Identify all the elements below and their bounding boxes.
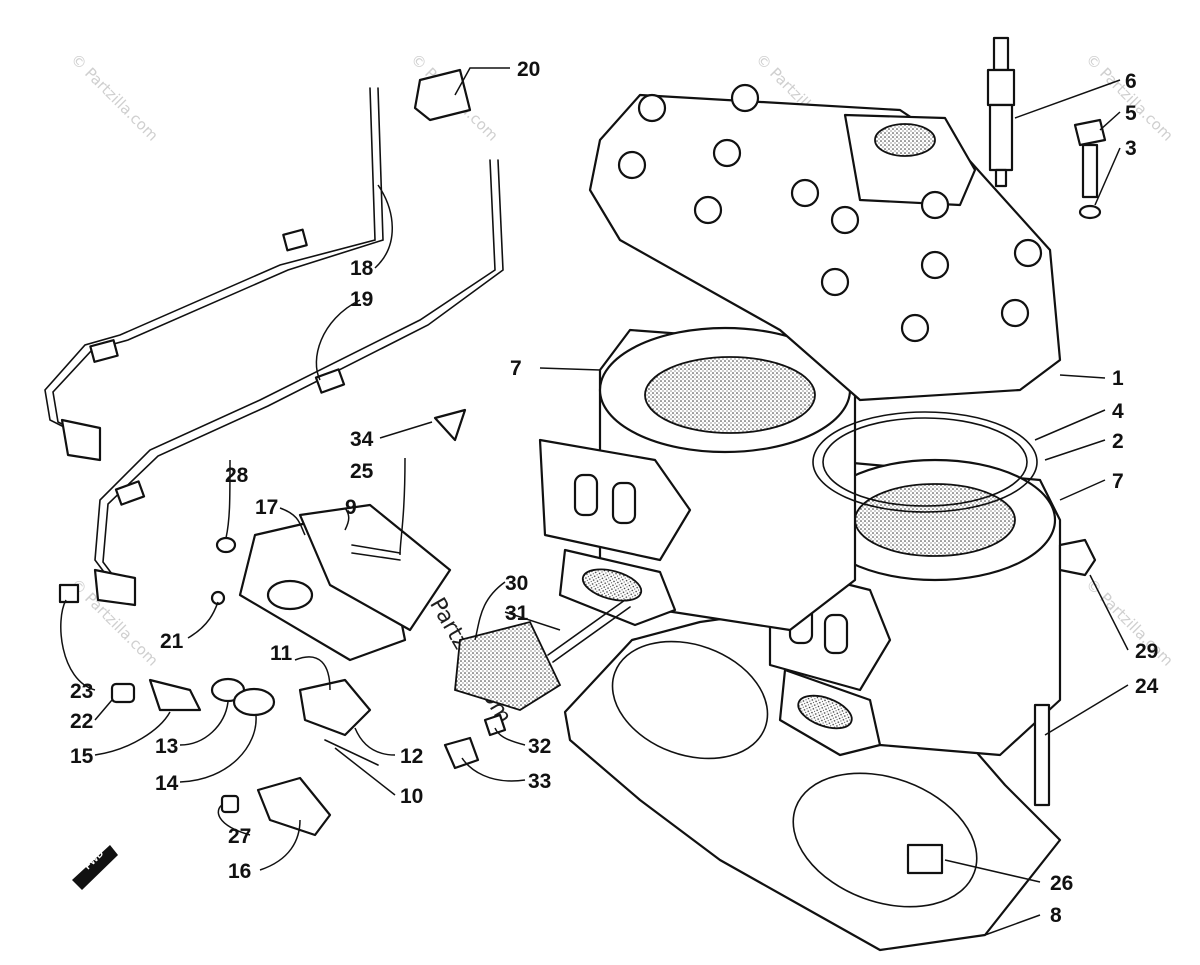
callout-4: 4 — [1112, 400, 1124, 423]
head-orings — [812, 411, 1038, 513]
stud-25 — [351, 544, 401, 561]
callout-7-right: 7 — [1112, 470, 1124, 493]
callout-26: 26 — [1050, 872, 1073, 895]
callout-28: 28 — [225, 464, 249, 487]
spark-plug — [986, 36, 1016, 188]
studs-nuts — [906, 538, 1097, 875]
callout-32: 32 — [528, 735, 551, 758]
callout-8: 8 — [1050, 904, 1062, 927]
callout-7-left: 7 — [510, 357, 522, 380]
callout-6: 6 — [1125, 70, 1137, 93]
callout-17: 17 — [255, 496, 278, 519]
callout-12: 12 — [400, 745, 423, 768]
watermark-1: © Partzilla.com — [67, 50, 162, 145]
callout-18: 18 — [350, 257, 374, 280]
callout-11: 11 — [270, 642, 293, 665]
fwd-arrow: FWD — [72, 845, 118, 890]
callout-24: 24 — [1135, 675, 1159, 698]
callout-1: 1 — [1112, 367, 1124, 390]
intake-flange — [433, 408, 631, 770]
watermark-7: © Partzilla.com — [1082, 575, 1177, 670]
callout-3: 3 — [1125, 137, 1137, 160]
callout-33: 33 — [528, 770, 551, 793]
callout-13: 13 — [155, 735, 178, 758]
callout-14: 14 — [155, 772, 179, 795]
cable-bracket — [413, 68, 472, 122]
throttle-cables — [44, 87, 504, 607]
callout-30: 30 — [505, 572, 528, 595]
callout-27: 27 — [228, 825, 251, 848]
callout-29: 29 — [1135, 640, 1158, 663]
callout-5: 5 — [1125, 102, 1137, 125]
callouts: 20 6 5 3 1 4 2 7 29 24 26 8 7 34 25 18 1… — [70, 58, 1159, 927]
callout-25: 25 — [350, 460, 374, 483]
cylinder-head — [588, 83, 1062, 402]
callout-31: 31 — [505, 602, 529, 625]
callout-23: 23 — [70, 680, 93, 703]
callout-9: 9 — [345, 496, 357, 519]
callout-2: 2 — [1112, 430, 1124, 453]
cylinder-left — [538, 326, 857, 632]
leader-lines — [60, 67, 1129, 936]
callout-21: 21 — [160, 630, 184, 653]
callout-16: 16 — [228, 860, 251, 883]
head-bolt — [1073, 118, 1107, 220]
small-parts — [58, 536, 379, 837]
callout-20: 20 — [517, 58, 540, 81]
callout-19: 19 — [350, 288, 373, 311]
callout-22: 22 — [70, 710, 93, 733]
callout-34: 34 — [350, 428, 374, 451]
callout-15: 15 — [70, 745, 94, 768]
callout-10: 10 — [400, 785, 423, 808]
valve-housing — [238, 503, 452, 662]
